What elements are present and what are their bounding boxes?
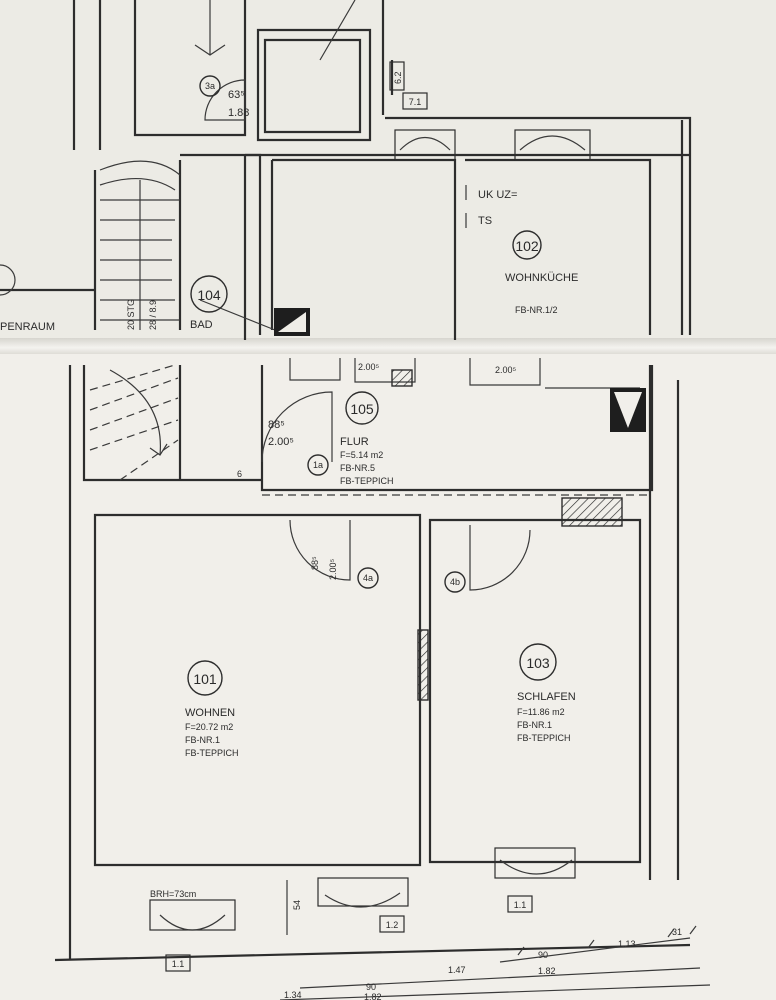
door-4a-width: 88⁵ (310, 556, 320, 570)
door-1a-height: 2.00⁵ (268, 436, 294, 448)
dimension-chains (279, 925, 711, 1000)
room-105-finish: FB-TEPPICH (340, 476, 394, 486)
stair-steps: 20 STG (126, 299, 136, 330)
window-tag-62 (389, 61, 405, 91)
dim-row2-0: 1.47 (448, 965, 466, 975)
room-102-note-ts: TS (478, 215, 492, 227)
door-tag-4b-text: 4b (450, 577, 460, 587)
room-105-number: 105 (350, 401, 374, 417)
room-103-area: F=11.86 m2 (517, 707, 565, 717)
room-102-note-uk: UK UZ= (478, 189, 517, 201)
dim-row1-1: 1.13 (618, 939, 636, 949)
door-tag-3a (199, 75, 221, 97)
door-tag-1a-text: 1a (313, 460, 323, 470)
dim-top-b: 2.00⁵ (495, 365, 517, 375)
dim-row1-0: 90 (538, 950, 548, 960)
door-1a-swing (261, 391, 333, 463)
room-105-number-circle (345, 391, 379, 425)
door-tag-4a (357, 567, 379, 589)
room-101-floor: FB-NR.1 (185, 735, 220, 745)
window-tag-11a (165, 954, 191, 972)
room-104-number-circle (190, 275, 228, 313)
room-105-area: F=5.14 m2 (340, 450, 383, 460)
dim-row1-2: 31 (672, 927, 682, 937)
room-103-finish: FB-TEPPICH (517, 733, 571, 743)
window-tag-12 (379, 915, 405, 933)
hatch-wall (417, 629, 429, 701)
room-103-number-circle (519, 643, 557, 681)
door-tag-3a-text: 3a (205, 81, 215, 91)
door-1a-width: 88⁵ (268, 419, 285, 431)
room-101-name: WOHNEN (185, 707, 235, 719)
plan-sheet-upper (0, 0, 776, 346)
upper-walls (0, 0, 692, 340)
window-tag-11b (507, 895, 533, 913)
window-tag-11b-text: 1.1 (514, 900, 527, 910)
room-101-number: 101 (193, 671, 217, 687)
window-tag-12-text: 1.2 (386, 920, 399, 930)
door-3a-swing (204, 79, 246, 121)
dim-54: 54 (292, 900, 302, 910)
room-101-area: F=20.72 m2 (185, 722, 233, 732)
door-3a-height: 1.88 (228, 107, 249, 119)
window-brh: BRH=73cm (150, 889, 196, 899)
window-tag-71 (402, 92, 428, 110)
window-tag-11a-text: 1.1 (172, 959, 185, 969)
paper-fold (0, 338, 776, 354)
room-104-number: 104 (197, 287, 221, 303)
dim-top-a: 2.00⁵ (358, 362, 380, 372)
window-tag-62-text: 6.2 (393, 71, 403, 84)
room-105-floor: FB-NR.5 (340, 463, 375, 473)
room-101-number-circle (187, 660, 223, 696)
door-4b-swing (469, 525, 531, 591)
room-104-name: BAD (190, 319, 213, 331)
room-102-floor: FB-NR.1/2 (515, 305, 558, 315)
room-105-name: FLUR (340, 436, 369, 448)
window-tag-71-text: 7.1 (409, 97, 422, 107)
room-102-number: 102 (515, 238, 539, 254)
dim-6: 6 (237, 469, 242, 479)
plan-sheet-lower (0, 348, 776, 1000)
lower-walls (54, 358, 691, 962)
stair-room-name: PENRAUM (0, 321, 55, 333)
stair-ratio: 28 / 8.9 (148, 300, 158, 330)
room-102-name: WOHNKÜCHE (505, 272, 578, 284)
room-101-finish: FB-TEPPICH (185, 748, 239, 758)
hatch-top (391, 369, 413, 387)
dim-row3-1: 90 (366, 982, 376, 992)
room-103-name: SCHLAFEN (517, 691, 576, 703)
hatch-chimney (561, 497, 623, 527)
door-4a-height: 2.00⁵ (328, 558, 338, 580)
shaft-mark (614, 392, 642, 428)
dim-row3-2: 1.82 (364, 992, 382, 1000)
room-103-number: 103 (526, 655, 550, 671)
room-103-floor: FB-NR.1 (517, 720, 552, 730)
dim-row2-1: 1.82 (538, 966, 556, 976)
dim-row3-0: 1.34 (284, 990, 302, 1000)
door-tag-4a-text: 4a (363, 573, 373, 583)
room-102-number-circle (512, 230, 542, 260)
door-3a-width: 63⁵ (228, 89, 245, 101)
door-4a-swing (289, 519, 351, 581)
door-tag-4b (444, 571, 466, 593)
door-tag-1a (307, 454, 329, 476)
